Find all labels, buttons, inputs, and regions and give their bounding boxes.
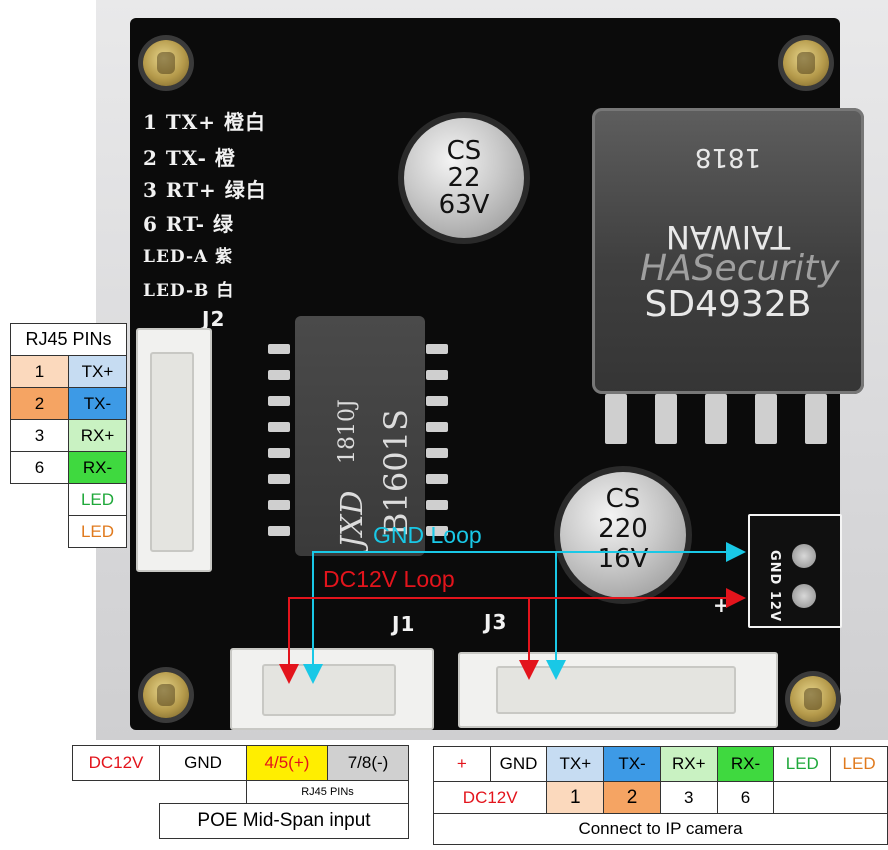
chip-pin	[426, 344, 448, 354]
transformer-leg	[805, 394, 827, 444]
poe-midspan-table: DC12V GND 4/5(+) 7/8(-) RJ45 PINs POE Mi…	[72, 745, 409, 839]
chip-pin	[426, 500, 448, 510]
pin-number: 6	[10, 451, 69, 484]
mounting-screw-icon	[143, 40, 189, 86]
chip-pin	[426, 448, 448, 458]
pin-number: 2	[10, 387, 69, 420]
chip-pin	[426, 370, 448, 380]
silk-row-1: 1 TX+ 橙白	[143, 110, 267, 134]
pin-number: 3	[10, 419, 69, 452]
table-row: Connect to IP camera	[433, 813, 888, 845]
dc12v-cell: DC12V	[432, 781, 548, 814]
ip-camera-connection-table: + GND TX+ TX- RX+ RX- LED LED DC12V 1 2 …	[432, 746, 888, 845]
watermark: HASecurity	[640, 248, 840, 289]
table-row: + GND TX+ TX- RX+ RX- LED LED	[433, 746, 888, 782]
mounting-screw-icon	[790, 676, 836, 722]
chip-pin	[426, 526, 448, 536]
transformer-leg	[755, 394, 777, 444]
pin-label: LED	[68, 483, 127, 516]
dc12v-terminal-block: GND 12V	[748, 514, 842, 628]
ethernet-magnetics-chip: JXD 1810J B1601S	[295, 316, 425, 556]
label-j2: J2	[202, 307, 226, 331]
camera-caption: Connect to IP camera	[433, 813, 888, 845]
table-row: LED	[10, 483, 127, 516]
tx-plus-cell: TX+	[546, 746, 605, 782]
table-row: DC12V GND 4/5(+) 7/8(-)	[72, 745, 409, 781]
chip-pin	[426, 474, 448, 484]
rx-plus-cell: RX+	[659, 746, 718, 782]
table-row: 3 RX+	[10, 419, 127, 452]
pin-number	[10, 515, 69, 548]
silk-row-led-b: LED-B 白	[143, 281, 235, 301]
pin-cell: 3	[659, 781, 718, 814]
plus-cell: +	[433, 746, 491, 782]
table-row: LED	[10, 515, 127, 548]
label-j1: J1	[392, 612, 416, 636]
table-row: 1 TX+	[10, 355, 127, 388]
chip-pin	[268, 448, 290, 458]
transformer-leg	[655, 394, 677, 444]
chip-pin	[268, 500, 290, 510]
table-row: 6 RX-	[10, 451, 127, 484]
pin-cell: 6	[716, 781, 775, 814]
led-cell: LED	[830, 746, 888, 782]
label-j3: J3	[484, 610, 508, 634]
chip-pin	[426, 422, 448, 432]
pin-number	[10, 483, 69, 516]
rj45-table-title: RJ45 PINs	[10, 323, 127, 356]
capacitor-220uf: CS 220 16V	[560, 472, 686, 598]
dc12v-cell: DC12V	[72, 745, 160, 781]
dc12v-loop-label: DC12V Loop	[323, 566, 455, 592]
transformer-leg	[605, 394, 627, 444]
terminal-screw-icon	[792, 544, 816, 568]
rx-minus-cell: RX-	[716, 746, 775, 782]
mounting-screw-icon	[783, 40, 829, 86]
silk-row-4: 6 RT- 绿	[143, 212, 235, 236]
chip-pin	[426, 396, 448, 406]
pin-label: TX+	[68, 355, 127, 388]
gnd-cell: GND	[489, 746, 548, 782]
pin-cell: 2	[603, 781, 661, 814]
chip-pin	[268, 344, 290, 354]
chip-pin	[268, 370, 290, 380]
j2-connector-inner	[150, 352, 194, 552]
led-cell: LED	[773, 746, 832, 782]
chip-pin	[268, 422, 290, 432]
table-row: DC12V 1 2 3 6	[432, 781, 888, 814]
dc12v-loop-line	[279, 588, 746, 684]
rj45-pin-table: RJ45 PINs 1 TX+ 2 TX- 3 RX+ 6 RX- LED LE…	[10, 323, 127, 548]
table-row: RJ45 PINs	[73, 780, 409, 804]
chip-pin	[268, 474, 290, 484]
capacitor-22uf: CS 22 63V	[404, 118, 524, 238]
table-row: POE Mid-Span input	[73, 803, 409, 839]
silk-row-3: 3 RT+ 绿白	[143, 178, 267, 202]
silk-row-2: 2 TX- 橙	[143, 146, 236, 170]
rj45-pins-sublabel: RJ45 PINs	[246, 780, 409, 804]
chip-pin	[268, 526, 290, 536]
pin-number: 1	[10, 355, 69, 388]
silk-row-led-a: LED-A 紫	[143, 247, 234, 267]
pin45-cell: 4/5(+)	[246, 745, 328, 781]
pin-label: TX-	[68, 387, 127, 420]
table-row: 2 TX-	[10, 387, 127, 420]
pin-label: RX+	[68, 419, 127, 452]
tx-minus-cell: TX-	[603, 746, 661, 782]
gnd-loop-label: GND Loop	[373, 522, 482, 548]
transformer-leg	[705, 394, 727, 444]
pin78-cell: 7/8(-)	[327, 745, 409, 781]
terminal-screw-icon	[792, 584, 816, 608]
poe-transformer: 1818 TAIWAN SD4932B	[592, 108, 864, 394]
chip-pin	[268, 396, 290, 406]
poe-caption: POE Mid-Span input	[159, 803, 409, 839]
gnd-loop-line	[303, 542, 746, 684]
pin-label: RX-	[68, 451, 127, 484]
pin-cell: 1	[546, 781, 605, 814]
gnd-cell: GND	[159, 745, 247, 781]
pin-label: LED	[68, 515, 127, 548]
mounting-screw-icon	[143, 672, 189, 718]
